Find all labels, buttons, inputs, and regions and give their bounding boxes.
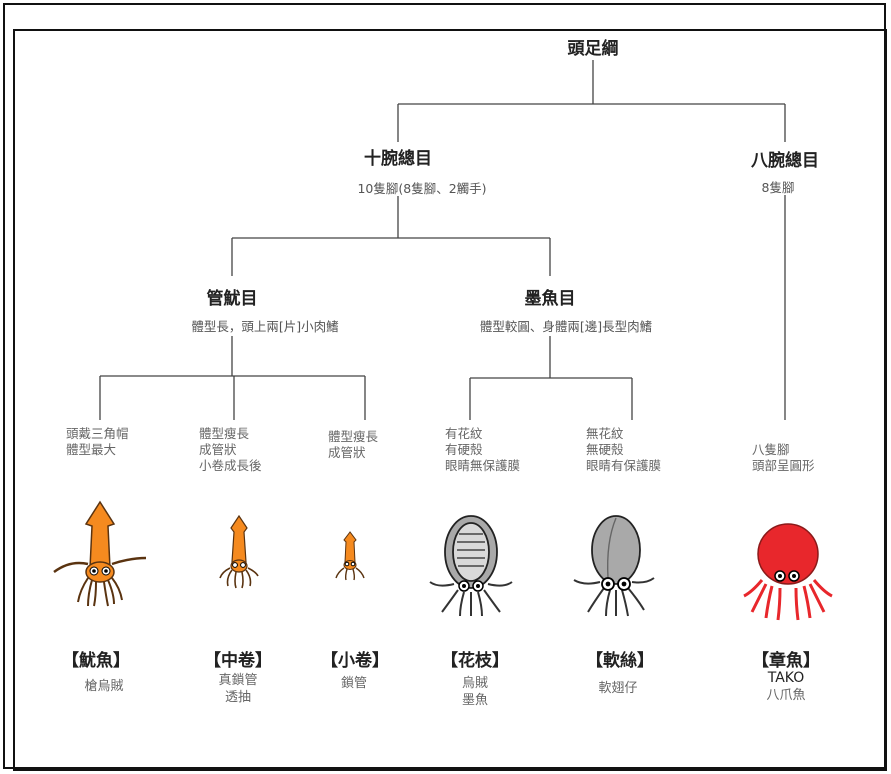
name-octopus: 【章魚】 [752, 651, 820, 671]
sepiida-title: 墨魚目 [524, 289, 576, 309]
octopus-icon [743, 523, 833, 621]
alias-bigfin-squid: 軟翅仔 [598, 681, 638, 696]
alias-mitre-squid: 真鎖管透抽 [218, 673, 258, 705]
alias-squid: 槍烏賊 [84, 679, 124, 694]
diagram-frame [13, 29, 887, 771]
teuthida-title: 管魷目 [206, 289, 258, 309]
leaf-desc-bigfin-squid: 無花紋無硬殼眼睛有保護膜 [586, 426, 662, 473]
mitre-squid-icon [219, 514, 259, 589]
name-mitre-squid: 【中卷】 [204, 651, 272, 671]
octopod-title: 八腕總目 [751, 151, 819, 171]
leaf-desc-mitre-squid: 體型瘦長成管狀小卷成長後 [199, 426, 262, 473]
alias-small-squid: 鎖管 [340, 676, 368, 691]
leaf-desc-small-squid: 體型瘦長成管狀 [328, 429, 379, 460]
name-bigfin-squid: 【軟絲】 [586, 651, 654, 671]
root-title: 頭足綱 [567, 39, 619, 59]
decapod-title: 十腕總目 [364, 149, 432, 169]
leaf-desc-cuttlefish: 有花紋有硬殼眼睛無保護膜 [445, 426, 521, 473]
octopod-note: 8隻腳 [761, 180, 795, 195]
sepiida-note: 體型較圓、身體兩[邊]長型肉鰭 [479, 319, 653, 334]
name-squid: 【魷魚】 [62, 651, 130, 671]
small-squid-icon [335, 531, 365, 581]
decapod-note: 10隻腳(8隻腳、2觸手) [357, 181, 487, 196]
squid-icon [53, 500, 147, 607]
name-small-squid: 【小卷】 [321, 651, 389, 671]
leaf-desc-octopus: 八隻腳頭部呈圓形 [752, 442, 815, 473]
name-cuttlefish: 【花枝】 [441, 651, 509, 671]
cuttlefish-icon [429, 515, 513, 617]
teuthida-note: 體型長，頭上兩[片]小肉鰭 [191, 319, 339, 334]
alias-cuttlefish: 烏賊墨魚 [461, 676, 489, 708]
bigfin-squid-icon [573, 515, 655, 617]
leaf-desc-squid: 頭戴三角帽體型最大 [66, 426, 129, 457]
